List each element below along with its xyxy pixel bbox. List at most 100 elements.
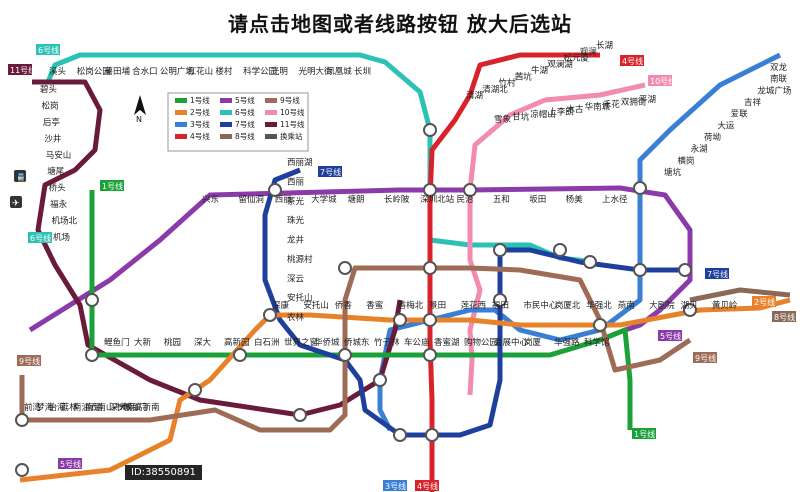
station-label[interactable]: 高新南 (134, 402, 160, 413)
interchange-station[interactable] (633, 181, 647, 195)
interchange-station[interactable] (633, 263, 647, 277)
station-label[interactable]: 双龙 (770, 62, 788, 73)
station-label[interactable]: 市民中心 (523, 300, 558, 311)
station-label[interactable]: 南联 (770, 74, 788, 85)
station-label[interactable]: 西丽湖 (287, 158, 313, 168)
station-label[interactable]: 观澜 (580, 47, 597, 57)
station-label[interactable]: 甘坑 (512, 112, 530, 123)
station-label[interactable]: 福田 (492, 300, 509, 311)
interchange-station[interactable] (233, 348, 247, 362)
interchange-station[interactable] (15, 463, 29, 477)
station-label[interactable]: 双拥街 (621, 97, 647, 108)
station-label[interactable]: 梦海 (36, 402, 54, 413)
station-label[interactable]: 华侨城 (314, 337, 340, 348)
interchange-station[interactable] (268, 183, 282, 197)
line-tag[interactable] (772, 311, 796, 322)
station-label[interactable]: 莲花西 (461, 300, 487, 311)
station-label[interactable]: 长圳 (354, 66, 371, 77)
station-label[interactable]: 清湖北 (482, 84, 508, 95)
station-label[interactable]: 岗厦 (524, 337, 542, 348)
station-label[interactable]: 马安山 (46, 150, 72, 161)
station-label[interactable]: 竹村 (499, 78, 517, 89)
station-label[interactable]: 南山书城 (97, 402, 132, 413)
interchange-station[interactable] (15, 413, 29, 427)
station-label[interactable]: 南油 (85, 402, 102, 413)
station-label[interactable]: 福永 (50, 199, 68, 210)
station-label[interactable]: 茶光 (287, 196, 305, 207)
station-label[interactable]: 竹子林 (374, 337, 400, 348)
station-label[interactable]: 西丽 (287, 177, 305, 187)
station-label[interactable]: 木古 (567, 104, 585, 115)
interchange-station[interactable] (423, 261, 437, 275)
line-tag[interactable] (658, 330, 682, 341)
station-label[interactable]: 楼村 (215, 66, 233, 77)
interchange-station[interactable] (583, 255, 597, 269)
station-label[interactable]: 光明 (271, 66, 288, 77)
interchange-station[interactable] (425, 428, 439, 442)
station-label[interactable]: 上李朗 (548, 107, 574, 118)
station-label[interactable]: 深康 (272, 300, 290, 311)
station-label[interactable]: 香蜜湖 (434, 337, 460, 348)
interchange-station[interactable] (373, 373, 387, 387)
station-label[interactable]: 燕南 (618, 300, 635, 311)
interchange-station[interactable] (338, 348, 352, 362)
interchange-station[interactable] (393, 313, 407, 327)
interchange-station[interactable] (293, 408, 307, 422)
station-label[interactable]: 塘朗 (347, 194, 364, 205)
station-label[interactable]: 横岗 (677, 155, 694, 166)
station-label[interactable]: 农林 (287, 312, 305, 323)
station-label[interactable]: 珠光 (287, 215, 305, 226)
interchange-station[interactable] (85, 293, 99, 307)
station-label[interactable]: 观澜湖 (547, 60, 573, 70)
station-label[interactable]: 车公庙 (404, 337, 430, 348)
station-label[interactable]: 华南城 (585, 102, 611, 113)
station-label[interactable]: 后亭 (43, 117, 60, 128)
station-label[interactable]: 红花山 (188, 66, 214, 77)
interchange-station[interactable] (463, 183, 477, 197)
line-tag[interactable] (693, 352, 717, 363)
station-label[interactable]: 永湖 (691, 144, 708, 155)
station-label[interactable]: 光明大街 (299, 66, 334, 77)
station-label[interactable]: 景田 (429, 301, 446, 311)
station-label[interactable]: 华强路 (554, 337, 580, 348)
interchange-station[interactable] (493, 293, 507, 307)
station-label[interactable]: 科学公园 (243, 66, 277, 77)
station-label[interactable]: 公明广场 (160, 66, 194, 77)
line-tag[interactable] (17, 355, 41, 366)
line-tag[interactable] (318, 166, 342, 177)
station-label[interactable]: 长岭陂 (384, 194, 410, 205)
station-label[interactable]: 龙城广场 (757, 85, 791, 96)
station-label[interactable]: 世界之窗 (284, 337, 318, 348)
station-label[interactable]: 沙井 (44, 133, 61, 144)
interchange-station[interactable] (678, 263, 692, 277)
station-label[interactable]: 凤凰城 (326, 67, 352, 77)
interchange-station[interactable] (423, 123, 437, 137)
station-label[interactable]: 合水口 (132, 66, 158, 77)
station-label[interactable]: 侨香 (335, 300, 353, 311)
station-label[interactable]: 西丽 (275, 195, 293, 205)
interchange-station[interactable] (263, 308, 277, 322)
station-label[interactable]: 荔林 (61, 402, 79, 413)
station-label[interactable]: 湖贝 (681, 301, 698, 311)
interchange-station[interactable] (338, 261, 352, 275)
station-label[interactable]: 龙井 (287, 235, 304, 246)
station-label[interactable]: 民治 (457, 194, 475, 205)
line-9-path[interactable] (19, 265, 692, 433)
line-tag[interactable] (415, 480, 439, 491)
station-label[interactable]: 清湖 (466, 90, 483, 101)
line-tag[interactable] (752, 296, 776, 307)
station-label[interactable]: 怡海 (48, 402, 66, 413)
station-label[interactable]: 平湖 (639, 95, 656, 105)
interchange-station[interactable] (85, 348, 99, 362)
station-label[interactable]: 茜坑 (515, 71, 533, 82)
station-label[interactable]: 桥头 (49, 183, 67, 194)
station-label[interactable]: 香梅北 (398, 300, 424, 311)
station-label[interactable]: 黄贝岭 (712, 300, 738, 311)
line-tag[interactable] (383, 480, 407, 491)
station-label[interactable]: 购物公园 (464, 337, 498, 348)
station-label[interactable]: 科学馆 (584, 337, 610, 348)
station-label[interactable]: 大新 (134, 337, 152, 348)
station-label[interactable]: 岗厦北 (555, 300, 581, 311)
line-tag[interactable] (58, 458, 82, 469)
